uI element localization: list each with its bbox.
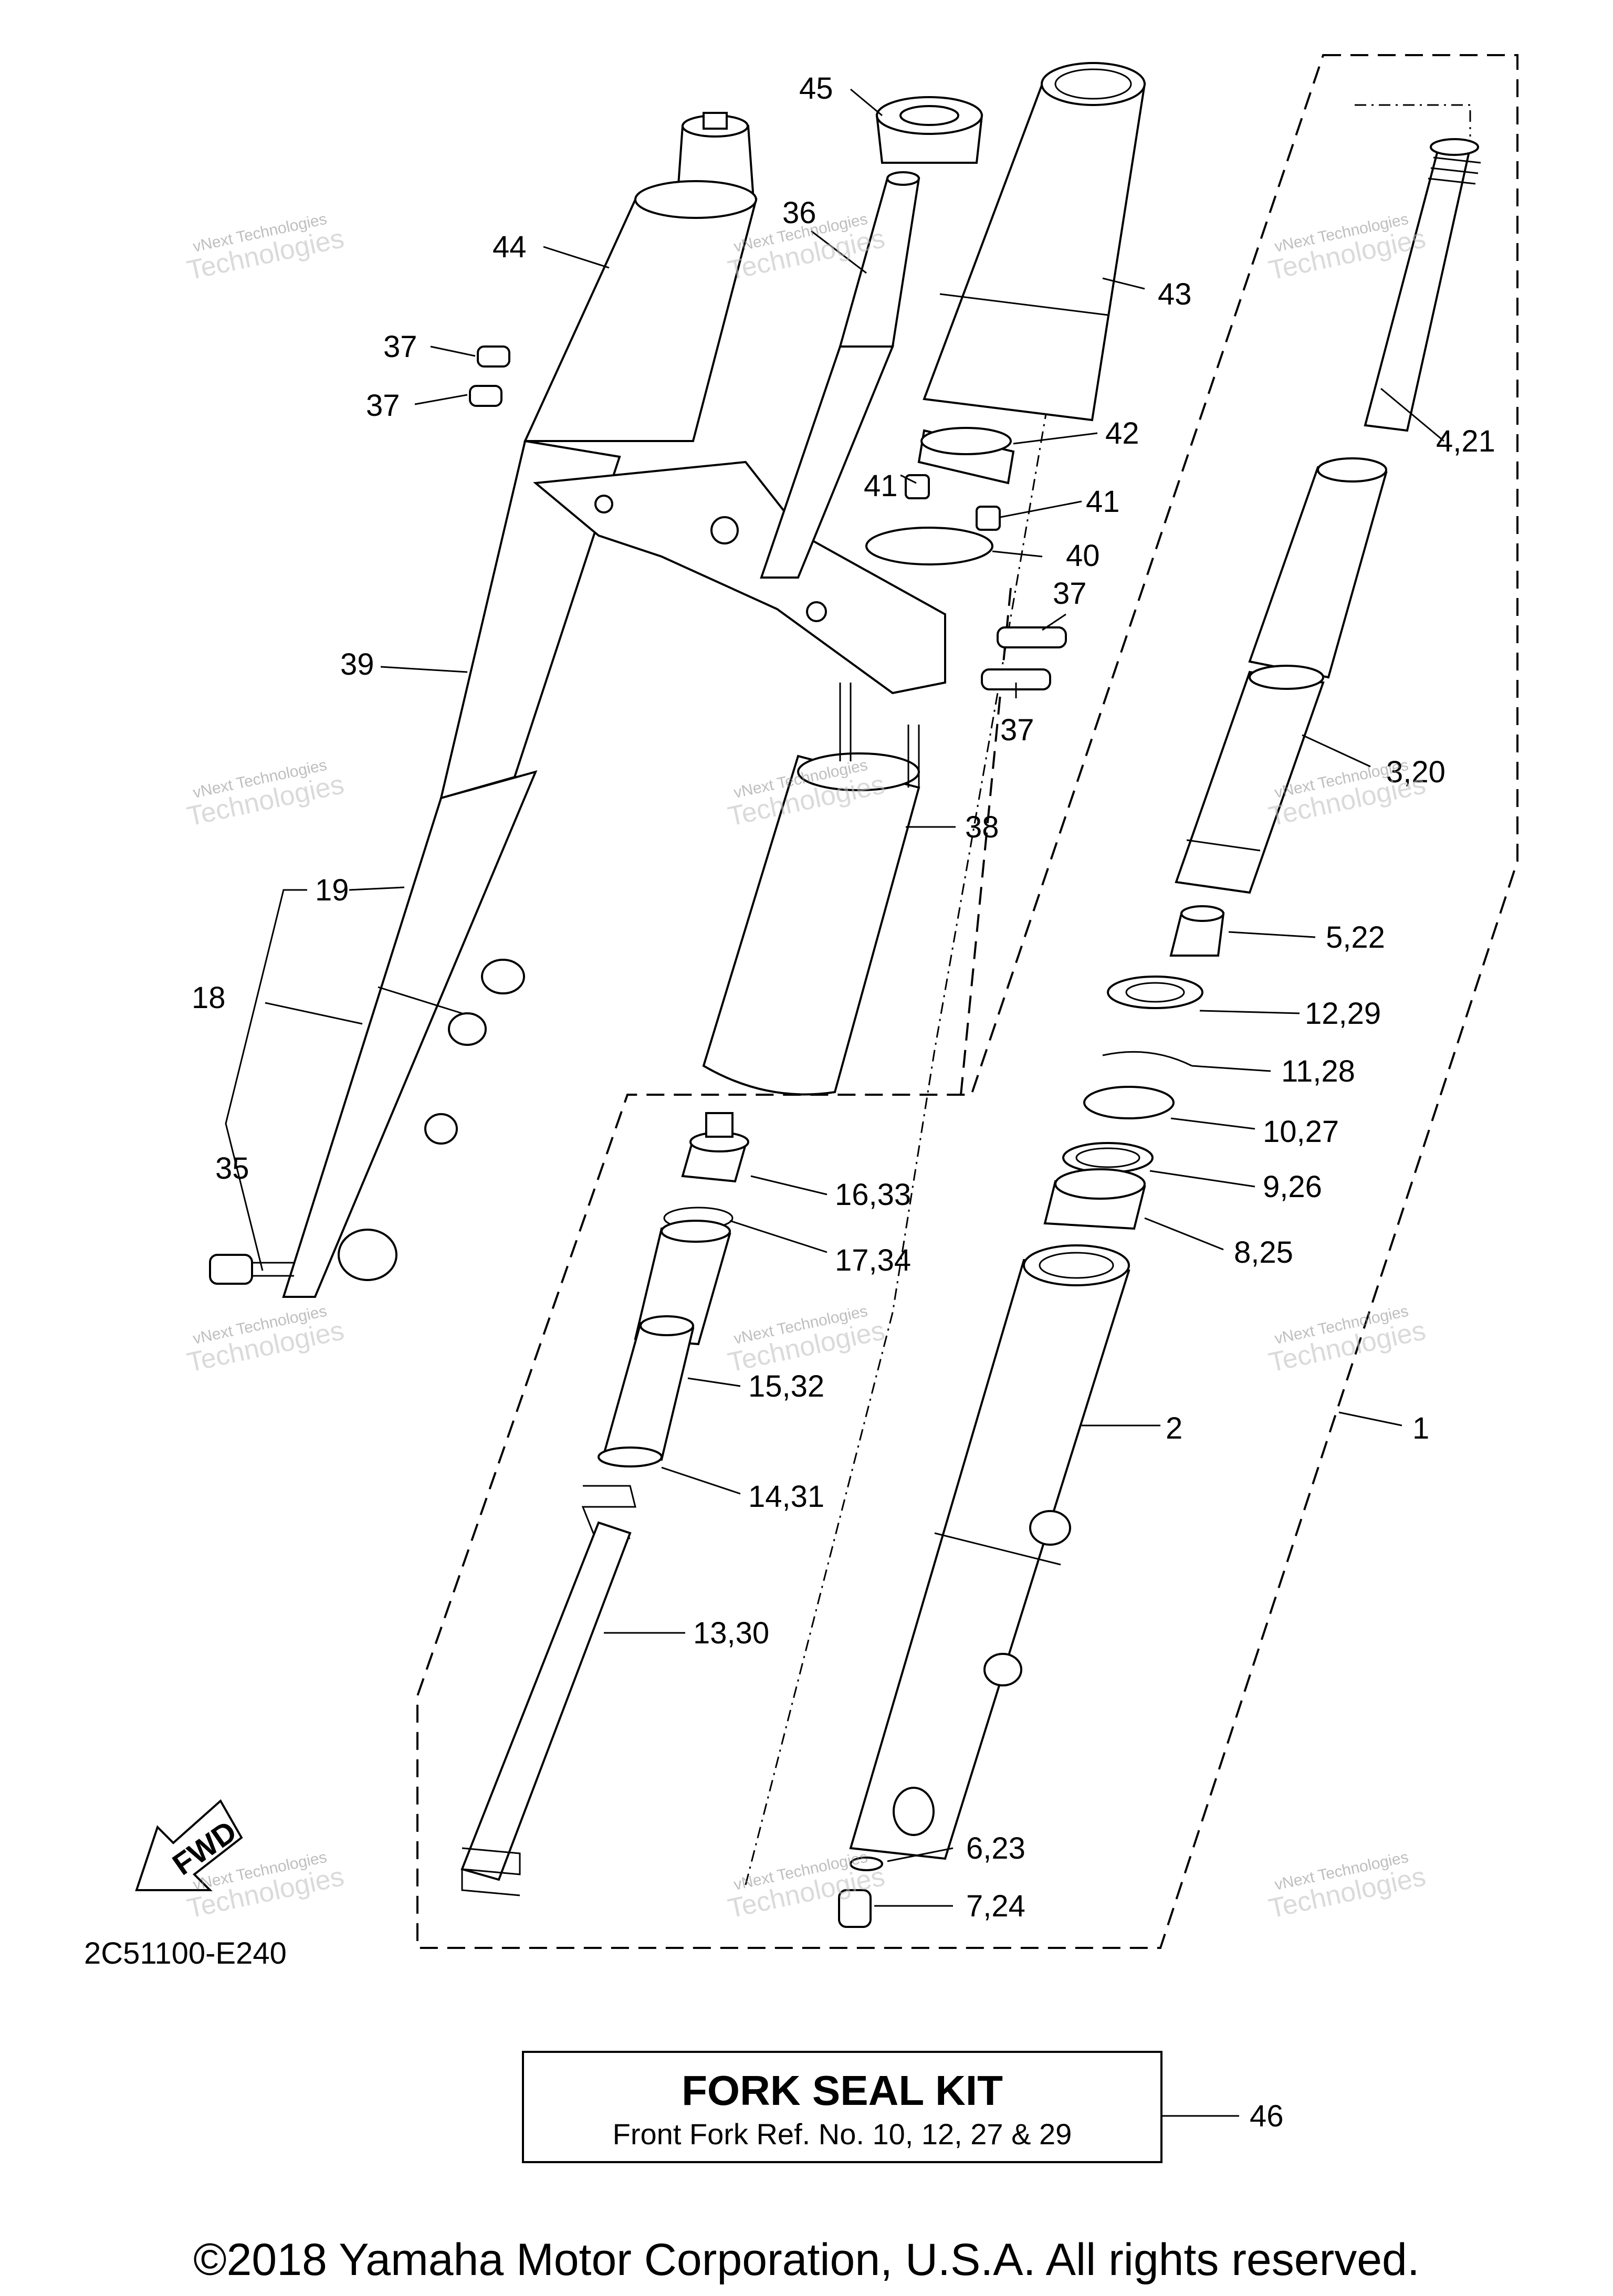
upper-hardware bbox=[865, 427, 1015, 565]
callout-44: 44 bbox=[493, 230, 527, 264]
bearing-45 bbox=[875, 96, 983, 164]
callout-8-25: 8,25 bbox=[1234, 1235, 1293, 1270]
kit-title: FORK SEAL KIT bbox=[682, 2067, 1003, 2114]
spacer-3-20 bbox=[1175, 457, 1388, 894]
callout-15-32: 15,32 bbox=[748, 1369, 824, 1403]
callout-11-28: 11,28 bbox=[1281, 1054, 1355, 1088]
callout-38: 38 bbox=[965, 810, 999, 844]
leader-lines bbox=[225, 88, 1444, 2117]
callout-37-c: 37 bbox=[1053, 576, 1087, 611]
callout-12-29: 12,29 bbox=[1305, 997, 1381, 1031]
callout-18: 18 bbox=[192, 981, 226, 1015]
seal-stack bbox=[1043, 905, 1225, 1230]
centerline-right bbox=[1355, 104, 1471, 137]
damper-rod-4-21 bbox=[1364, 138, 1481, 432]
callout-42: 42 bbox=[1105, 416, 1139, 450]
callout-37-a: 37 bbox=[383, 330, 417, 364]
damper-parts-left bbox=[460, 1112, 749, 1896]
callout-16-33: 16,33 bbox=[835, 1178, 911, 1212]
callout-41-b: 41 bbox=[1086, 485, 1120, 519]
fork-cover-38 bbox=[702, 683, 920, 1096]
callout-37-b: 37 bbox=[366, 389, 400, 423]
kit-subtitle: Front Fork Ref. No. 10, 12, 27 & 29 bbox=[612, 2117, 1072, 2151]
callout-9-26: 9,26 bbox=[1263, 1170, 1322, 1204]
callout-41-a: 41 bbox=[864, 469, 898, 503]
callout-10-27: 10,27 bbox=[1263, 1115, 1339, 1149]
callout-labels: 45 36 44 43 37 37 42 41 41 40 37 37 39 3… bbox=[84, 71, 1495, 2133]
left-fork-assembly bbox=[209, 112, 758, 1298]
outer-tube-2 bbox=[838, 1244, 1130, 1928]
callout-43: 43 bbox=[1158, 277, 1192, 311]
callout-37-d: 37 bbox=[1000, 713, 1034, 747]
callout-45: 45 bbox=[799, 71, 833, 106]
callout-36: 36 bbox=[782, 196, 816, 230]
callout-5-22: 5,22 bbox=[1326, 920, 1385, 955]
callout-7-24: 7,24 bbox=[966, 1889, 1025, 1923]
callout-4-21: 4,21 bbox=[1436, 424, 1495, 458]
triple-clamp bbox=[469, 345, 1067, 695]
callout-2: 2 bbox=[1166, 1411, 1182, 1445]
copyright-notice: ©2018 Yamaha Motor Corporation, U.S.A. A… bbox=[193, 2235, 1420, 2285]
callout-40: 40 bbox=[1066, 539, 1100, 573]
callout-6-23: 6,23 bbox=[966, 1831, 1025, 1865]
callout-35: 35 bbox=[215, 1151, 249, 1186]
callout-17-34: 17,34 bbox=[835, 1243, 911, 1277]
callout-13-30: 13,30 bbox=[693, 1616, 769, 1650]
cover-tube-43 bbox=[923, 62, 1146, 422]
callout-3-20: 3,20 bbox=[1386, 755, 1446, 789]
callout-46: 46 bbox=[1250, 2099, 1284, 2133]
callout-39: 39 bbox=[340, 647, 374, 682]
callout-1: 1 bbox=[1412, 1411, 1429, 1445]
fork-seal-kit-box: FORK SEAL KIT Front Fork Ref. No. 10, 12… bbox=[522, 2051, 1162, 2163]
callout-14-31: 14,31 bbox=[748, 1480, 824, 1514]
steering-stem bbox=[760, 171, 920, 579]
callout-19: 19 bbox=[315, 873, 349, 907]
diagram-code: 2C51100-E240 bbox=[84, 1936, 287, 1970]
